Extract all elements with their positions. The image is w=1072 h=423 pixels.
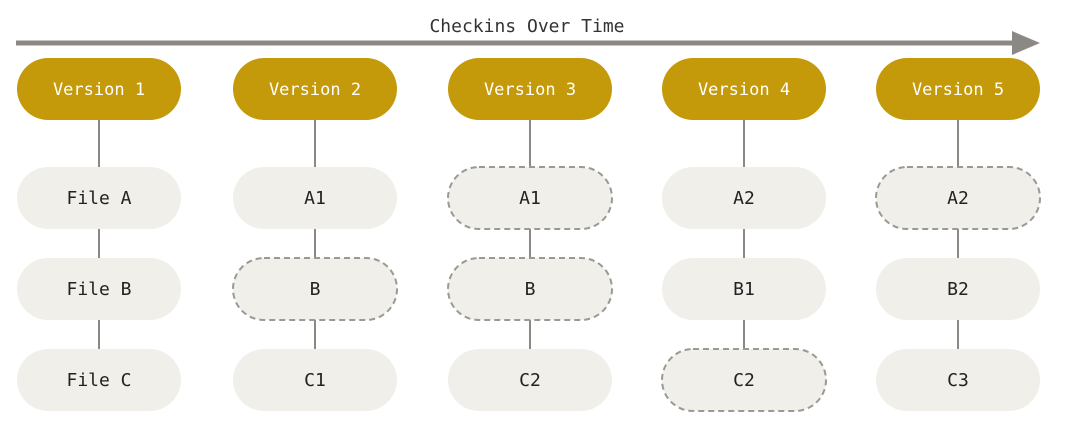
file-label: B2	[947, 279, 969, 300]
file-pill	[876, 258, 1040, 320]
version-column: Version 2 A1B C1	[232, 58, 398, 411]
version-pill	[448, 58, 612, 120]
file-label: C1	[304, 370, 326, 391]
timeline-arrow-head	[1012, 31, 1040, 55]
file-label: A1	[304, 188, 326, 209]
file-pill-unchanged	[447, 166, 613, 230]
file-pill	[17, 258, 181, 320]
file-label: B1	[733, 279, 755, 300]
file-pill	[876, 349, 1040, 411]
version-columns: Version 1 File A File B File C Version 2 A1B C…	[17, 58, 1041, 412]
file-label: A1	[519, 188, 541, 209]
timeline-arrow	[16, 31, 1040, 55]
version-column: Version 3 A1B C2	[447, 58, 613, 411]
file-pill-unchanged	[875, 166, 1041, 230]
file-pill-unchanged	[661, 348, 827, 412]
version-column: Version 1 File A File B File C	[17, 58, 181, 411]
version-label: Version 3	[484, 80, 576, 100]
file-label: B	[525, 279, 536, 300]
version-pill	[662, 58, 826, 120]
diagram-title: Checkins Over Time	[429, 16, 624, 37]
file-pill	[662, 258, 826, 320]
file-label: C2	[733, 370, 755, 391]
version-label: Version 1	[53, 80, 145, 100]
file-pill	[233, 167, 397, 229]
file-pill	[662, 167, 826, 229]
version-label: Version 5	[912, 80, 1004, 100]
file-label: File A	[66, 188, 131, 209]
file-label: A2	[947, 188, 969, 209]
file-label: File B	[66, 279, 131, 300]
version-pill	[876, 58, 1040, 120]
version-label: Version 4	[698, 80, 790, 100]
file-pill	[448, 349, 612, 411]
file-pill	[17, 167, 181, 229]
version-pill	[233, 58, 397, 120]
file-label: File C	[66, 370, 131, 391]
file-label: C3	[947, 370, 969, 391]
file-label: B	[310, 279, 321, 300]
version-pill	[17, 58, 181, 120]
file-pill-unchanged	[232, 257, 398, 321]
file-pill	[17, 349, 181, 411]
version-label: Version 2	[269, 80, 361, 100]
file-label: A2	[733, 188, 755, 209]
file-label: C2	[519, 370, 541, 391]
file-pill-unchanged	[447, 257, 613, 321]
file-pill	[233, 349, 397, 411]
